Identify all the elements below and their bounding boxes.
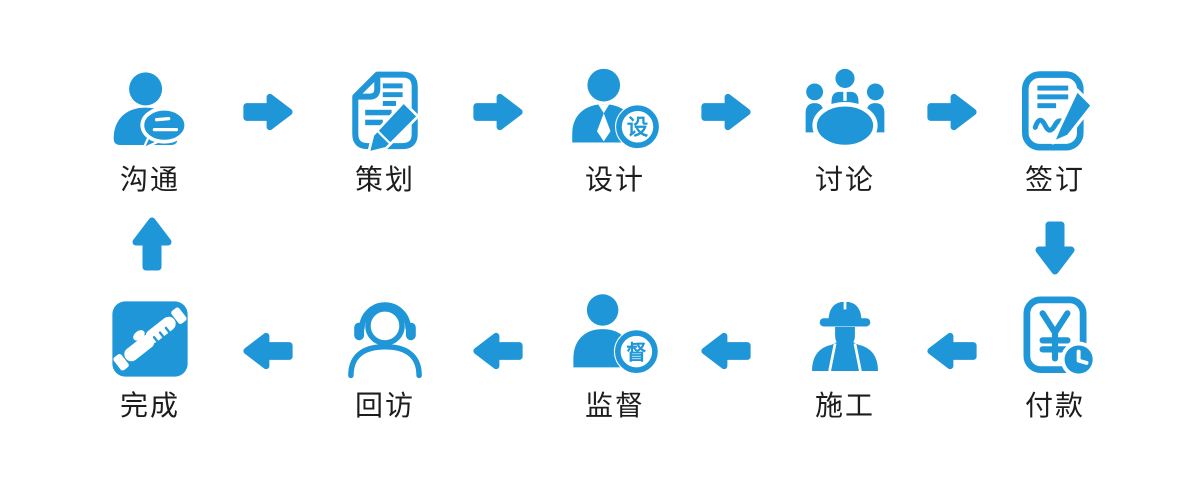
step-signing: 签订 <box>970 66 1140 196</box>
step-follow-up: 回访 <box>300 292 470 422</box>
meeting-table-icon <box>800 66 890 156</box>
svg-text:设: 设 <box>627 116 649 140</box>
person-chat-icon <box>106 66 194 156</box>
supervisor-person-badge-icon: 督 <box>570 292 660 382</box>
step-planning: 策划 <box>300 66 470 196</box>
step-construction: 施工 <box>760 292 930 422</box>
construction-worker-icon <box>801 292 889 382</box>
step-discussion: 讨论 <box>760 66 930 196</box>
step-label: 策划 <box>354 164 415 195</box>
designer-person-badge-icon: 设 <box>570 66 660 156</box>
step-label: 监督 <box>584 390 645 421</box>
left-arrow-icon <box>472 330 524 372</box>
right-arrow-icon <box>472 91 524 133</box>
left-arrow-icon <box>242 330 294 372</box>
payment-clock-icon <box>1010 292 1100 382</box>
step-label: 付款 <box>1024 390 1085 421</box>
step-communication: 沟通 <box>65 66 235 196</box>
down-arrow-icon <box>1033 220 1077 276</box>
step-payment: 付款 <box>970 292 1140 422</box>
step-label: 回访 <box>354 390 415 421</box>
contract-sign-icon <box>1011 66 1099 156</box>
up-arrow-icon <box>130 216 174 272</box>
svg-text:督: 督 <box>626 341 646 365</box>
step-design: 设 设计 <box>530 66 700 196</box>
left-arrow-icon <box>700 330 752 372</box>
headset-person-icon <box>341 292 429 382</box>
step-label: 完成 <box>119 390 180 421</box>
step-completion: 完成 <box>65 292 235 422</box>
handshake-icon <box>107 292 193 382</box>
right-arrow-icon <box>242 91 294 133</box>
step-label: 签订 <box>1024 164 1085 195</box>
left-arrow-icon <box>926 330 978 372</box>
step-label: 沟通 <box>119 164 180 195</box>
right-arrow-icon <box>700 91 752 133</box>
document-pencil-icon <box>341 66 429 156</box>
step-label: 讨论 <box>814 164 875 195</box>
step-supervision: 督 监督 <box>530 292 700 422</box>
step-label: 施工 <box>814 390 875 421</box>
right-arrow-icon <box>926 91 978 133</box>
step-label: 设计 <box>584 164 645 195</box>
